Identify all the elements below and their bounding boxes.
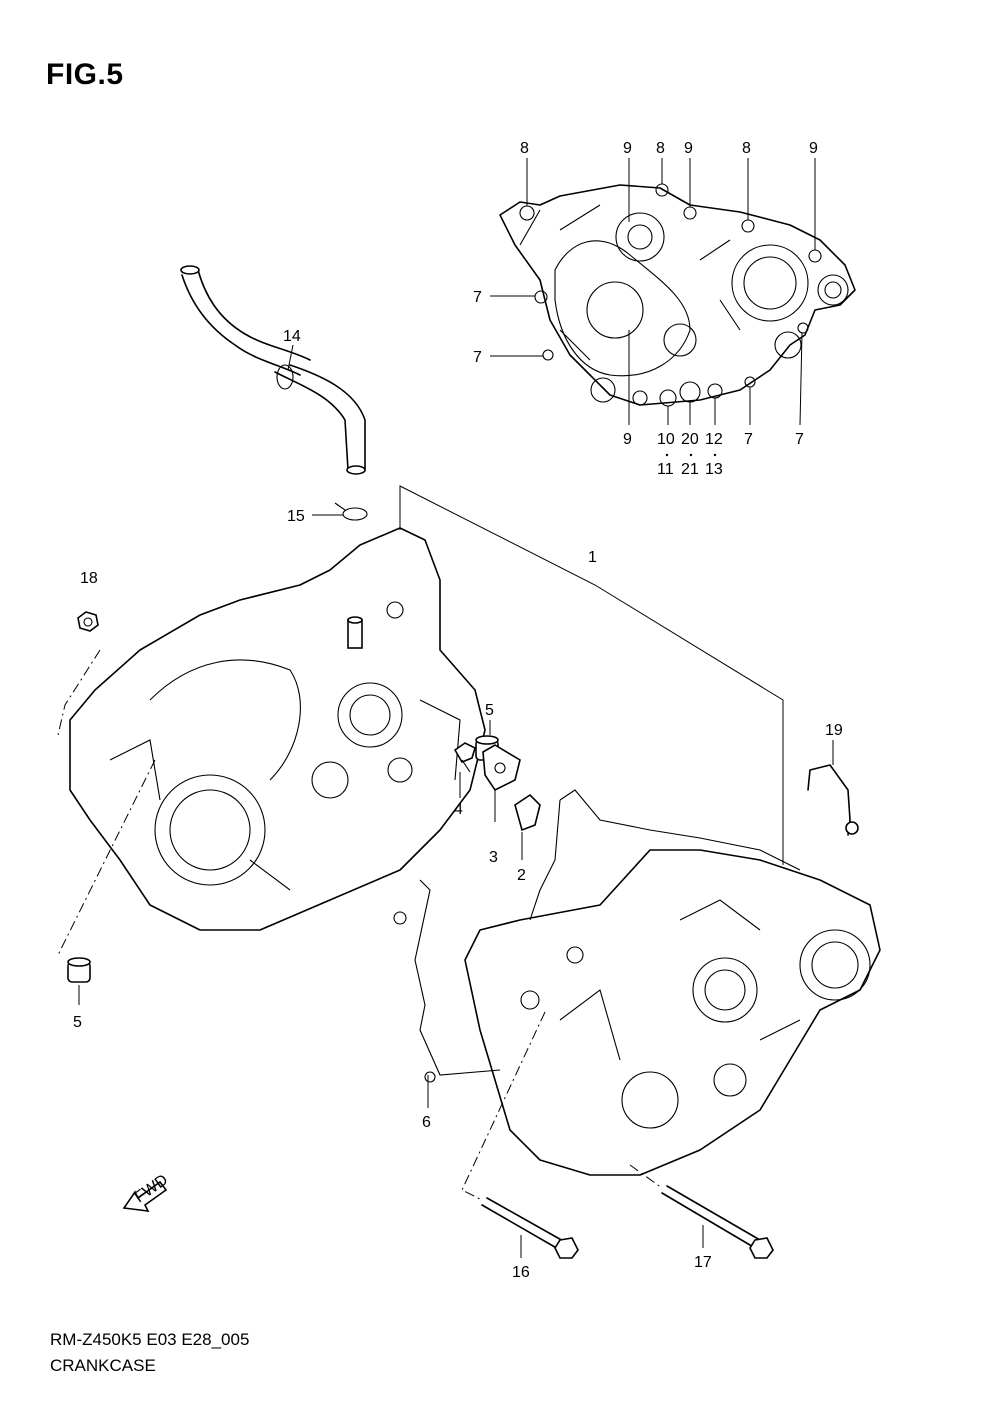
leader-lines [57,158,834,1258]
breather-hose [180,265,366,475]
callout-18: 18 [80,570,98,587]
hose-clip [334,502,368,521]
model-code: RM-Z450K5 E03 E28_005 [50,1330,250,1349]
callout-9: 9 [623,140,632,157]
callout-11: 11 [657,461,674,478]
callout-7: 7 [473,289,482,306]
left-crankcase-half [69,527,486,931]
callout-15: 15 [287,508,305,525]
callout-8: 8 [742,140,751,157]
callout-16: 16 [512,1264,530,1281]
callout-1: 1 [588,549,597,566]
bracket-19 [807,764,859,836]
callout-6: 6 [422,1114,431,1131]
callout-10: 10 [657,431,675,448]
callout-9: 9 [809,140,818,157]
callout-2: 2 [517,867,526,884]
bolt-16 [481,1197,579,1259]
callout-5: 5 [73,1014,82,1031]
callout-7: 7 [795,431,804,448]
callout-4: 4 [454,801,463,818]
callout-8: 8 [520,140,529,157]
callout-17: 17 [694,1254,712,1271]
callout-12: 12 [705,431,723,448]
bolt-17 [661,1185,774,1259]
fwd-arrow-icon: FWD [122,1171,171,1212]
callout-21: 21 [681,461,699,478]
section-name: CRANKCASE [50,1356,156,1375]
dowel-pin-lower [67,957,91,983]
callout-9: 9 [684,140,693,157]
callout-7: 7 [744,431,753,448]
gasket-2 [514,793,541,832]
right-crankcase-half [464,849,881,1176]
callout-9: 9 [623,431,632,448]
crankcase-inner-view [499,183,856,407]
crankcase-gasket [393,789,801,1083]
callout-7: 7 [473,349,482,366]
bolt-4 [453,742,476,773]
callout-3: 3 [489,849,498,866]
callout-8: 8 [656,140,665,157]
callout-14: 14 [283,328,301,345]
callout-5: 5 [485,702,494,719]
callout-19: 19 [825,722,843,739]
figure-title: FIG.5 [46,58,124,91]
callout-20: 20 [681,431,699,448]
plate-3 [482,744,521,792]
callout-labels: 8 9 8 9 8 9 7 7 9 10 20 12 7 7 11 21 13 … [73,140,843,1281]
callout-13: 13 [705,461,723,478]
nut-18 [77,611,99,632]
